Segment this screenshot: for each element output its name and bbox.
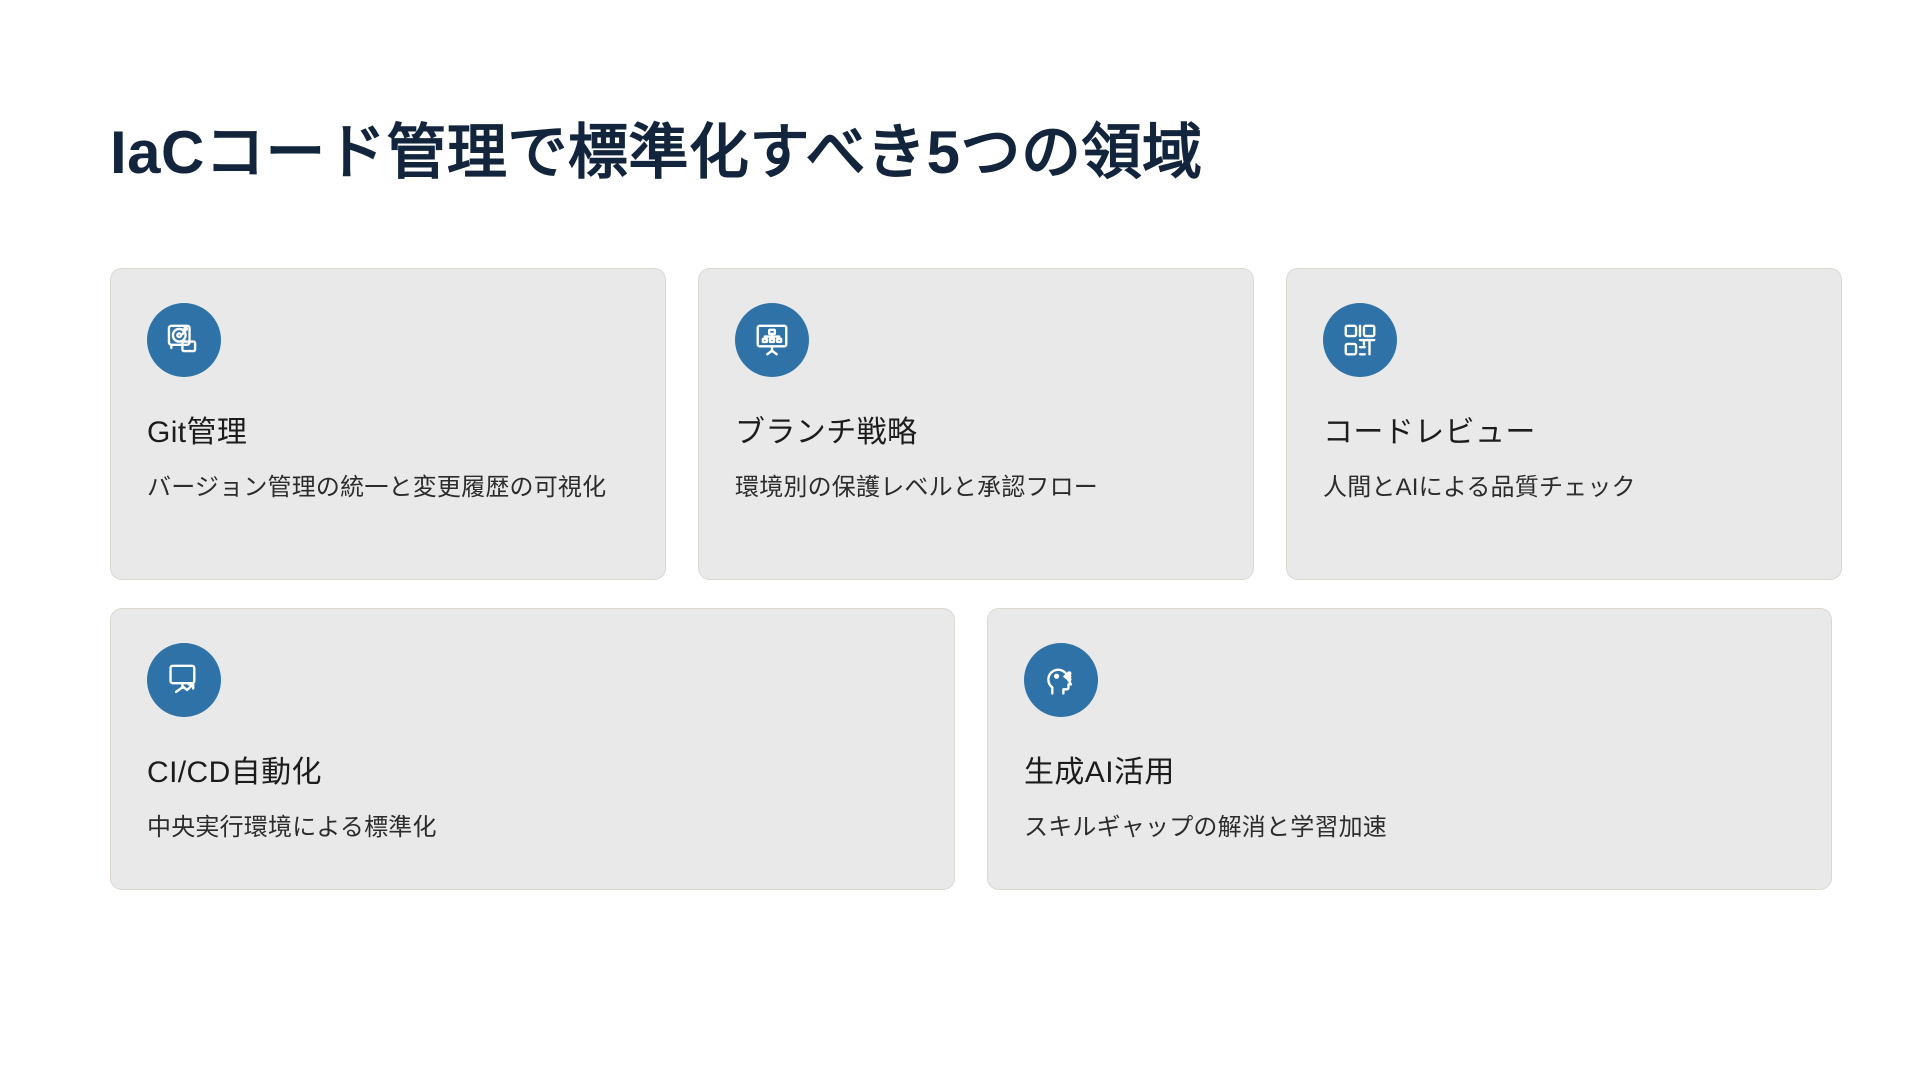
card-description: 人間とAIによる品質チェック bbox=[1323, 474, 1636, 501]
monitor-growth-arrow-icon bbox=[165, 661, 203, 699]
ai-head-icon bbox=[1042, 661, 1080, 699]
qr-code-icon bbox=[1341, 321, 1379, 359]
card-title: 生成AI活用 bbox=[1024, 756, 1175, 789]
icon-circle bbox=[735, 303, 809, 377]
card-title: Git管理 bbox=[147, 416, 248, 449]
cards-area: Git管理 バージョン管理の統一と変更履歴の可視化 bbox=[110, 268, 1842, 918]
card-description: 中央実行環境による標準化 bbox=[147, 814, 437, 841]
page-title: IaCコード管理で標準化すべき5つの領域 bbox=[110, 119, 1203, 186]
card-git-management[interactable]: Git管理 バージョン管理の統一と変更履歴の可視化 bbox=[110, 268, 666, 580]
icon-circle bbox=[147, 303, 221, 377]
icon-circle bbox=[147, 643, 221, 717]
record-disk-icon bbox=[165, 321, 203, 359]
card-branch-strategy[interactable]: ブランチ戦略 環境別の保護レベルと承認フロー bbox=[698, 268, 1254, 580]
card-title: ブランチ戦略 bbox=[735, 416, 918, 449]
icon-circle bbox=[1323, 303, 1397, 377]
icon-circle bbox=[1024, 643, 1098, 717]
card-description: 環境別の保護レベルと承認フロー bbox=[735, 474, 1098, 501]
card-title: コードレビュー bbox=[1323, 416, 1536, 449]
card-cicd-automation[interactable]: CI/CD自動化 中央実行環境による標準化 bbox=[110, 608, 955, 890]
card-generative-ai[interactable]: 生成AI活用 スキルギャップの解消と学習加速 bbox=[987, 608, 1832, 890]
card-title: CI/CD自動化 bbox=[147, 756, 322, 789]
cards-row-bottom: CI/CD自動化 中央実行環境による標準化 bbox=[110, 608, 1838, 890]
cards-row-top: Git管理 バージョン管理の統一と変更履歴の可視化 bbox=[110, 268, 1842, 580]
card-description: バージョン管理の統一と変更履歴の可視化 bbox=[147, 474, 607, 501]
card-description: スキルギャップの解消と学習加速 bbox=[1024, 814, 1387, 841]
org-chart-board-icon bbox=[753, 321, 791, 359]
card-code-review[interactable]: コードレビュー 人間とAIによる品質チェック bbox=[1286, 268, 1842, 580]
